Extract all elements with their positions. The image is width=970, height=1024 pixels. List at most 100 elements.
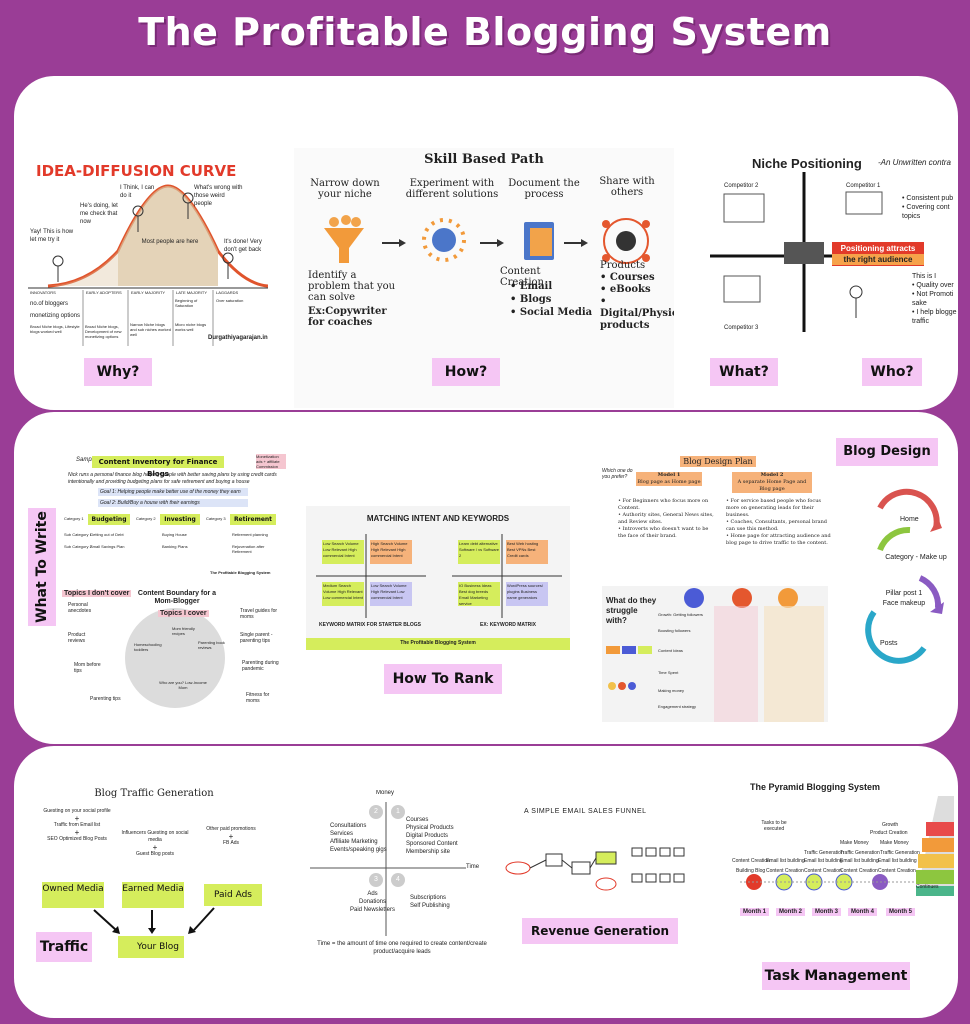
outside-topic: Personal anecdotes	[68, 602, 92, 614]
pyramid-content: Content Creation	[878, 868, 916, 874]
outside-topic: Single parent - parenting tips	[240, 632, 273, 644]
keyword-note: High Search Volume High Relevant High co…	[370, 540, 412, 564]
inventory-cell: Rejuvenation after Retirement	[232, 544, 265, 554]
skill-path-title: Skill Based Path	[424, 152, 544, 167]
niche-title: Niche Positioning	[752, 156, 862, 171]
curve-row: Broad Niche blogs, Development of new mo…	[85, 324, 122, 339]
boundary-title: Content Boundary for a Mom-Blogger	[137, 590, 217, 605]
outside-topic: Fitness for moms	[246, 692, 270, 704]
quadrant-item: Affiliate Marketing	[330, 839, 378, 845]
keyword-note: WordPress sources/ plugins Business name…	[506, 582, 548, 606]
funnel-title: A SIMPLE EMAIL SALES FUNNEL	[524, 808, 647, 815]
month-1: Month 1	[740, 908, 769, 916]
cycle-category: Category - Make up	[885, 554, 947, 561]
goal-2: Goal 2: Build/Buy a house with their ear…	[98, 499, 248, 507]
matrix-credit: The Profitable Blogging System	[400, 640, 476, 646]
keyword-matrix-card: MATCHING INTENT AND KEYWORDS Low Search …	[306, 506, 570, 650]
why-label: Why?	[84, 358, 152, 386]
products-title: Products	[600, 260, 646, 271]
competitor-label: Competitor 1	[846, 183, 881, 189]
sample-tag: Sample	[76, 457, 97, 463]
cycle-posts: Posts	[880, 640, 898, 647]
pyramid-building: Building Blog	[736, 868, 766, 874]
outside-topic: Parenting tips	[90, 696, 121, 702]
curve-note: I Think, I can do it	[120, 185, 155, 199]
pyramid-email: Email list building	[804, 858, 843, 864]
curve-row: monetizing options	[30, 313, 81, 319]
content-inventory-card: Sample Content Inventory for Finance Blo…	[60, 452, 286, 580]
quadrant-number: 2	[374, 808, 378, 815]
curve-row: Over saturation	[216, 298, 244, 303]
pyramid-email: Email list building	[878, 858, 917, 864]
curve-row: no.of bloggers	[30, 301, 69, 307]
month-4: Month 4	[848, 908, 877, 916]
pyramid-content: Content Creation	[732, 858, 770, 864]
quadrant-item: Consultations	[330, 823, 367, 829]
struggle-graphic	[606, 588, 824, 722]
niche-subtitle: -An Unwritten contra	[878, 158, 951, 167]
product-item: • eBooks	[600, 284, 651, 295]
keyword-note: Low Search Volume High Relevant Low comm…	[370, 582, 412, 606]
curve-col: LAGGARDS	[216, 290, 239, 295]
inventory-cell: Getting out of Debt	[90, 532, 124, 537]
content-creation-title: Content Creation	[500, 266, 544, 288]
email-funnel-card: A SIMPLE EMAIL SALES FUNNEL	[502, 798, 698, 922]
inventory-cell: Buying House	[162, 532, 187, 537]
sub-cat-label: Sub Category 2	[64, 544, 92, 549]
outside-topic: Parenting during pandemic	[242, 660, 279, 672]
how-to-rank-label: How To Rank	[384, 664, 502, 694]
category-retirement: Retirement	[230, 514, 276, 525]
quadrant-item: Membership site	[406, 849, 451, 855]
struggle-card: What do they struggle with? Growth: Gett…	[602, 586, 828, 722]
quadrant-item: Services	[330, 831, 354, 837]
cycle-pillar: Pillar post 1	[885, 590, 923, 597]
model-1-bullet: • For Beginners who focus more on Conten…	[618, 498, 709, 511]
quadrant-axes	[310, 802, 466, 936]
earned-item: Influencers Guesting on social media	[121, 830, 189, 843]
quadrant-item: Paid Newsletters	[350, 907, 396, 913]
how-label: How?	[432, 358, 500, 386]
niche-bullet: • Not Promoti sake	[912, 291, 954, 307]
skill-step: Share with others	[599, 176, 655, 198]
month-2: Month 2	[776, 908, 805, 916]
skill-step: Document the process	[508, 178, 580, 200]
time-axis-label: Time	[466, 864, 480, 870]
month-3: Month 3	[812, 908, 841, 916]
niche-bullet: This is I	[912, 273, 937, 280]
pyramid-email: Email list building	[766, 858, 805, 864]
curve-row: Broad Niche blogs, Lifestyle blogs worke…	[30, 324, 80, 334]
inside-topic: Parenting book reviews	[198, 640, 225, 650]
quadrant-caption: Time = the amount of time one required t…	[317, 941, 487, 955]
owned-item: Guesting on your social profile	[43, 808, 111, 814]
task-management-label: Task Management	[762, 962, 910, 990]
example-text: Ex:Copywriter for coaches	[308, 306, 387, 328]
revenue-quadrant-card: Money Time 2 1 3 4 Consultations Service…	[306, 790, 494, 966]
niche-card: Niche Positioning -An Unwritten contra C…	[706, 152, 958, 336]
who-label: Who?	[862, 358, 922, 386]
quadrant-number: 1	[396, 808, 400, 815]
inventory-credit: The Profitable Blogging System	[210, 570, 271, 575]
inventory-cell: Retirement planning	[232, 532, 268, 537]
monetization-tag: Monetization ads + affiliate Commission	[256, 454, 286, 469]
competitor-label: Competitor 2	[724, 183, 759, 189]
month-5: Month 5	[886, 908, 915, 916]
pyramid-make-money: Make Money	[880, 840, 909, 846]
competitor-label: Competitor 3	[724, 325, 759, 331]
owned-media-box: Owned Media	[42, 882, 104, 908]
pyramid-title: The Pyramid Blogging System	[750, 782, 881, 792]
niche-bullet: • Quality over	[912, 282, 954, 289]
quadrant-number: 3	[374, 876, 378, 883]
cat-label: Category 1	[64, 516, 84, 521]
matrix-caption: KEYWORD MATRIX FOR STARTER BLOGS	[318, 622, 422, 628]
pyramid-content: Content Creation	[766, 868, 804, 874]
pyramid-traffic: Traffic Generation	[880, 850, 920, 856]
curve-row: Micro niche blogs works well	[175, 322, 207, 332]
topics-dont-cover: Topics I don't cover	[62, 590, 132, 597]
idea-curve-title: IDEA-DIFFUSION CURVE	[36, 162, 237, 180]
pyramid-traffic: Traffic Generation	[840, 850, 880, 856]
pyramid-product: Product Creation	[870, 830, 908, 836]
struggle-row: Making money	[658, 688, 685, 693]
topics-i-cover: Topics I cover	[158, 610, 209, 617]
earned-item: Guest Blog posts	[135, 851, 175, 857]
quadrant-item: Self Publishing	[410, 903, 450, 909]
